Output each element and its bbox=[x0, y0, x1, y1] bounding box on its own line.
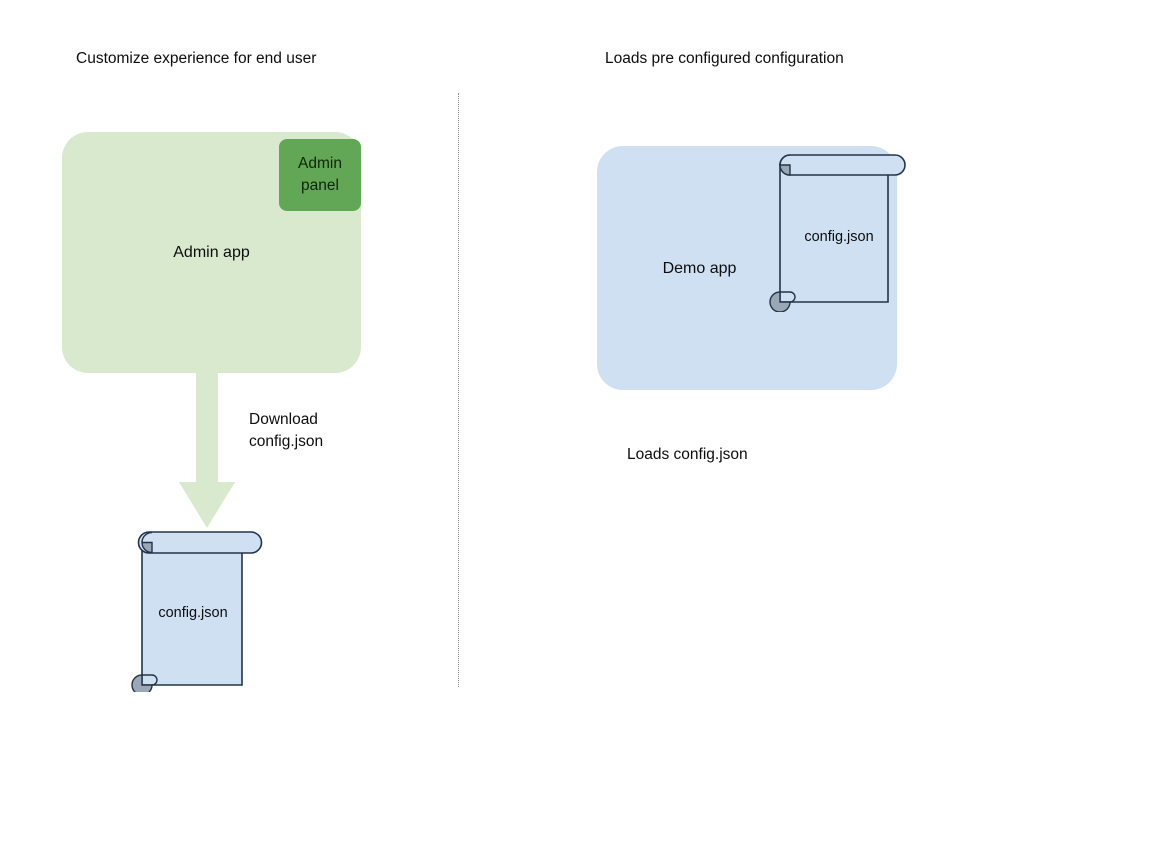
demo-app-label: Demo app bbox=[662, 260, 737, 277]
left-column-title: Customize experience for end user bbox=[76, 50, 317, 67]
admin-app-label: Admin app bbox=[173, 244, 250, 261]
demo-config-json-document-label: config.json bbox=[804, 229, 874, 245]
loads-config-caption: Loads config.json bbox=[627, 446, 748, 463]
download-arrow-label-line1: Download bbox=[249, 411, 318, 428]
download-arrow-label-line2: config.json bbox=[249, 433, 324, 450]
demo-config-json-document-icon[interactable] bbox=[764, 152, 914, 312]
config-json-document-label: config.json bbox=[158, 605, 228, 621]
admin-panel-label: Admin panel bbox=[298, 155, 342, 194]
column-divider bbox=[458, 93, 459, 687]
right-column-title: Loads pre configured configuration bbox=[605, 50, 844, 67]
admin-panel-box[interactable]: Admin panel bbox=[279, 139, 361, 211]
config-json-document-icon[interactable] bbox=[118, 528, 268, 692]
download-arrow-icon bbox=[179, 370, 235, 528]
